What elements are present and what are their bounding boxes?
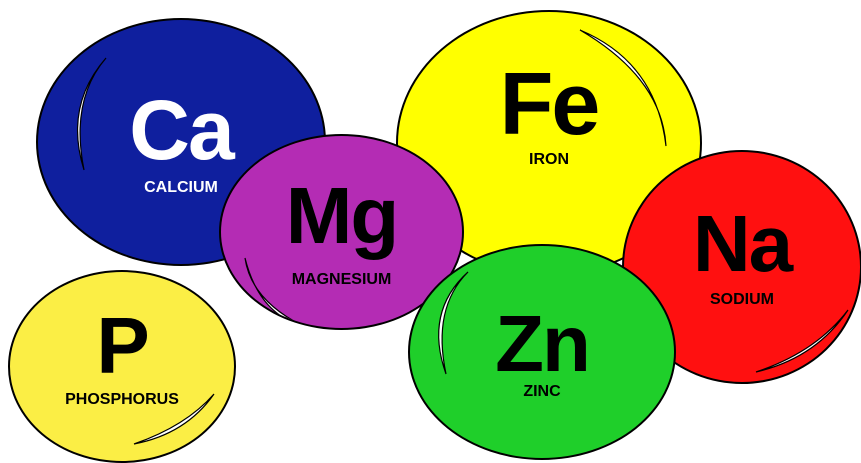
element-name: CALCIUM [144, 179, 218, 196]
highlight-shape [133, 393, 215, 445]
calcium-bubble: Ca CALCIUM [36, 18, 326, 266]
element-symbol: Zn [495, 299, 591, 388]
element-symbol: P [96, 301, 149, 390]
highlight-shape [755, 309, 849, 373]
highlight-shape [438, 271, 469, 375]
highlight-shape [244, 257, 304, 327]
element-name: PHOSPHORUS [65, 391, 179, 408]
zinc-bubble: Zn ZINC [408, 244, 676, 460]
magnesium-bubble: Mg MAGNESIUM [219, 134, 464, 330]
element-name: ZINC [523, 383, 561, 400]
element-symbol: Fe [499, 54, 601, 153]
element-name: SODIUM [710, 291, 774, 308]
element-symbol: Mg [285, 171, 400, 260]
highlight-shape [76, 57, 107, 171]
element-name: MAGNESIUM [291, 271, 392, 288]
element-symbol: Ca [129, 83, 234, 177]
highlight-shape [579, 29, 667, 147]
phosphorus-bubble: P PHOSPHORUS [8, 270, 236, 463]
element-symbol: Na [692, 199, 793, 288]
element-name: IRON [529, 151, 569, 168]
